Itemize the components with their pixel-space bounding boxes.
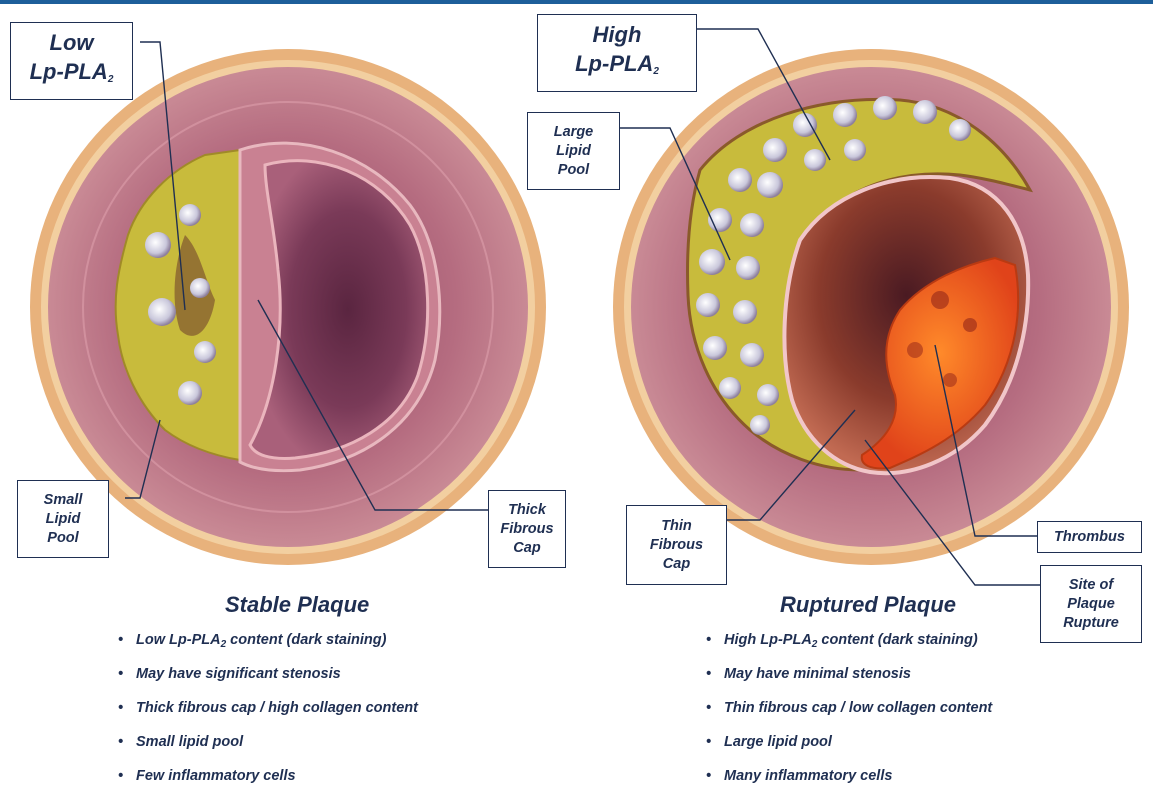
stable-plaque-bullets: •Low Lp-PLA2 content (dark staining) •Ma… xyxy=(118,630,418,800)
low-label-line1: Low xyxy=(50,28,94,57)
ruptured-plaque-title: Ruptured Plaque xyxy=(780,592,956,618)
stable-bullet: •Low Lp-PLA2 content (dark staining) xyxy=(118,630,418,664)
large-lipid-pool-label: Large Lipid Pool xyxy=(527,112,620,190)
site-of-plaque-rupture-label: Site of Plaque Rupture xyxy=(1040,565,1142,643)
thick-fibrous-cap-label: Thick Fibrous Cap xyxy=(488,490,566,568)
stable-bullet: •Small lipid pool xyxy=(118,732,418,766)
ruptured-bullet: •May have minimal stenosis xyxy=(706,664,992,698)
stable-plaque-title: Stable Plaque xyxy=(225,592,369,618)
low-lp-pla2-label: Low Lp-PLA2 xyxy=(10,22,133,100)
ruptured-bullet: •High Lp-PLA2 content (dark staining) xyxy=(706,630,992,664)
ruptured-artery xyxy=(613,49,1129,565)
thrombus-label: Thrombus xyxy=(1037,521,1142,553)
high-lp-pla2-label: High Lp-PLA2 xyxy=(537,14,697,92)
ruptured-bullet: •Thin fibrous cap / low collagen content xyxy=(706,698,992,732)
ruptured-bullet: •Many inflammatory cells xyxy=(706,766,992,800)
thin-fibrous-cap-label: Thin Fibrous Cap xyxy=(626,505,727,585)
small-lipid-pool-label: Small Lipid Pool xyxy=(17,480,109,558)
ruptured-bullet: •Large lipid pool xyxy=(706,732,992,766)
high-label-line1: High xyxy=(593,20,642,49)
stable-bullet: •Thick fibrous cap / high collagen conte… xyxy=(118,698,418,732)
low-label-line2: Lp-PLA2 xyxy=(30,57,114,94)
ruptured-plaque-bullets: •High Lp-PLA2 content (dark staining) •M… xyxy=(706,630,992,800)
high-label-line2: Lp-PLA2 xyxy=(575,49,659,86)
stable-bullet: •Few inflammatory cells xyxy=(118,766,418,800)
stable-bullet: •May have significant stenosis xyxy=(118,664,418,698)
